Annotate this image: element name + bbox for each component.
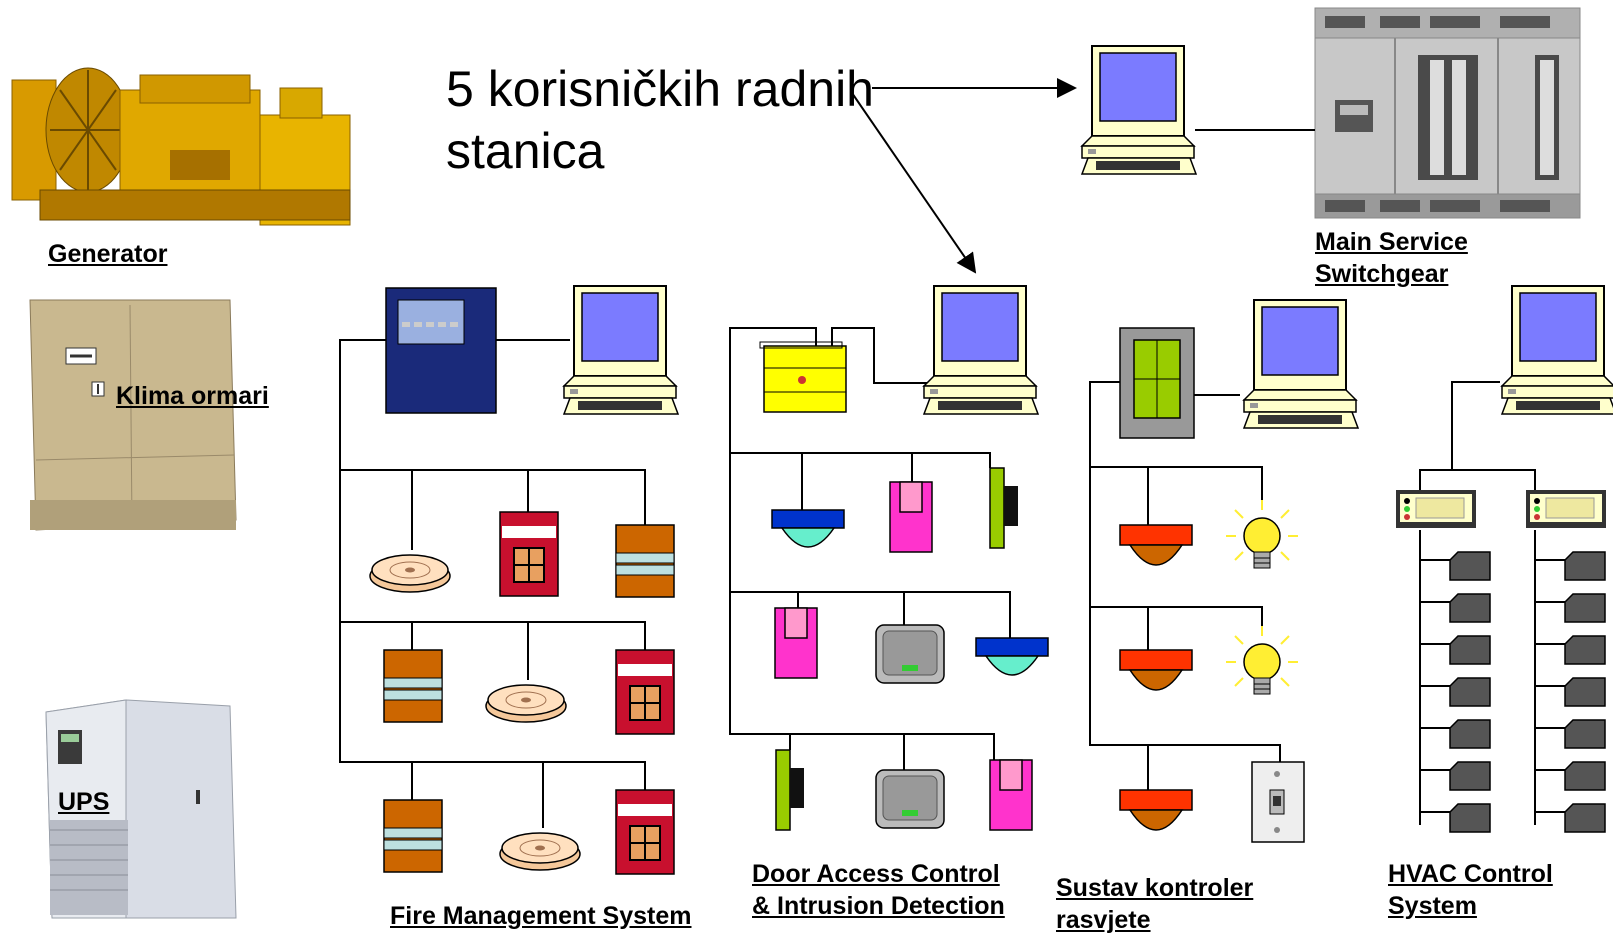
generator-label: Generator xyxy=(48,240,168,268)
generator-image xyxy=(11,55,352,235)
hvac-controller-icon xyxy=(1525,489,1607,529)
lighting-panel-icon xyxy=(1119,327,1195,439)
title-line-1: 5 korisničkih radnih xyxy=(446,61,874,117)
computer-icon xyxy=(1243,299,1359,429)
keypad-icon xyxy=(875,624,945,684)
card-reader-icon xyxy=(775,749,805,831)
card-reader-icon xyxy=(774,607,818,679)
motion-sensor-icon xyxy=(771,509,845,548)
lighting-system-label: Sustav kontroler rasvjete xyxy=(1056,872,1253,936)
switchgear-label-line-2: Switchgear xyxy=(1315,260,1449,288)
fire-system-label: Fire Management System xyxy=(390,902,692,930)
computer-icon xyxy=(563,285,679,415)
door-label-line-1: Door Access Control xyxy=(752,860,1000,888)
hvac-device-icon xyxy=(1449,803,1491,833)
connection-lines xyxy=(339,78,1565,828)
switchgear-label-line-1: Main Service xyxy=(1315,228,1468,256)
smoke-detector-icon xyxy=(369,554,451,593)
card-reader-icon xyxy=(989,467,1019,549)
fire-panel-icon xyxy=(385,287,497,414)
computer-icon xyxy=(1081,45,1197,175)
card-reader-icon xyxy=(989,759,1033,831)
hvac-device-icon xyxy=(1564,593,1606,623)
hvac-system-label: HVAC Control System xyxy=(1388,858,1553,922)
hvac-device-icon xyxy=(1564,551,1606,581)
light-bulb-icon xyxy=(1225,625,1299,695)
module-icon xyxy=(383,799,443,873)
hvac-device-icon xyxy=(1449,677,1491,707)
fire-alarm-icon xyxy=(615,789,675,875)
hvac-device-icon xyxy=(1564,635,1606,665)
hvac-device-icon xyxy=(1449,761,1491,791)
smoke-detector-icon xyxy=(485,684,567,723)
smoke-detector-icon xyxy=(499,832,581,871)
ups-label: UPS xyxy=(58,788,110,816)
diagram-title: 5 korisničkih radnih stanica xyxy=(446,58,874,182)
switchgear-label: Main Service Switchgear xyxy=(1315,226,1468,290)
hvac-device-icon xyxy=(1449,719,1491,749)
hvac-label-line-1: HVAC Control xyxy=(1388,860,1553,888)
module-icon xyxy=(615,524,675,598)
hvac-device-icon xyxy=(1564,677,1606,707)
computer-icon xyxy=(1501,285,1613,415)
hvac-device-icon xyxy=(1449,635,1491,665)
door-controller-icon xyxy=(759,341,847,413)
computer-icon xyxy=(923,285,1039,415)
light-fixture-icon xyxy=(1119,649,1193,691)
keypad-icon xyxy=(875,769,945,829)
light-fixture-icon xyxy=(1119,789,1193,831)
ups-image xyxy=(45,699,237,919)
klima-label: Klima ormari xyxy=(116,382,269,410)
title-line-2: stanica xyxy=(446,123,605,179)
lighting-label-line-2: rasvjete xyxy=(1056,906,1151,934)
light-bulb-icon xyxy=(1225,499,1299,569)
hvac-device-icon xyxy=(1564,719,1606,749)
card-reader-icon xyxy=(889,481,933,553)
motion-sensor-icon xyxy=(975,637,1049,676)
ac-cabinet-image xyxy=(29,299,237,531)
hvac-device-icon xyxy=(1449,551,1491,581)
light-fixture-icon xyxy=(1119,524,1193,566)
module-icon xyxy=(383,649,443,723)
lighting-label-line-1: Sustav kontroler xyxy=(1056,874,1254,902)
fire-alarm-icon xyxy=(499,511,559,597)
switchgear-image xyxy=(1314,7,1581,219)
fire-alarm-icon xyxy=(615,649,675,735)
hvac-controller-icon xyxy=(1395,489,1477,529)
hvac-label-line-2: System xyxy=(1388,892,1477,920)
hvac-devices xyxy=(1449,551,1606,833)
hvac-device-icon xyxy=(1564,803,1606,833)
light-switch-icon xyxy=(1251,761,1305,843)
hvac-device-icon xyxy=(1449,593,1491,623)
door-system-label: Door Access Control & Intrusion Detectio… xyxy=(752,858,1005,922)
door-label-line-2: & Intrusion Detection xyxy=(752,892,1005,920)
hvac-device-icon xyxy=(1564,761,1606,791)
